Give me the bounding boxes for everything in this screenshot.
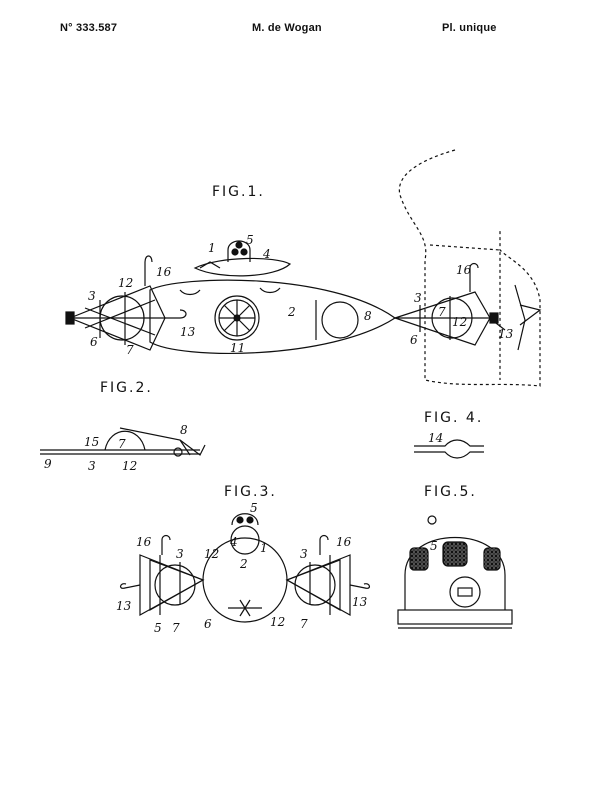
inventor-name: M. de Wogan xyxy=(252,22,322,34)
left-cage-frame xyxy=(65,255,187,351)
propeller xyxy=(514,284,526,351)
fig3-label: 3 xyxy=(176,547,184,561)
fig4-clip-top xyxy=(414,439,484,447)
fig1-labels: 1 5 4 16 12 3 6 7 13 2 11 8 3 16 7 12 6 … xyxy=(88,233,514,357)
fig3-label: 12 xyxy=(270,615,285,629)
fig1-label: 13 xyxy=(180,325,196,339)
fig1-label: 4 xyxy=(262,247,271,261)
fig3-label: 2 xyxy=(239,557,248,571)
fig4-label: 14 xyxy=(428,431,443,445)
right-cage-frame xyxy=(393,262,542,351)
fig3-torpedo-end xyxy=(230,525,260,555)
fig5-porthole-center xyxy=(442,541,468,567)
fig2-label: 12 xyxy=(122,459,137,473)
figure-2: FIG.2. 15 7 8 9 3 12 xyxy=(40,380,206,473)
propeller-blade xyxy=(519,304,542,326)
fig2-hook xyxy=(179,439,206,456)
ship-hull-outline xyxy=(398,149,541,387)
fig3-hook-left xyxy=(161,534,171,555)
hook-16-right xyxy=(469,262,479,292)
fig3-labels: 5 4 1 2 16 3 12 3 16 13 5 7 6 12 7 13 xyxy=(116,501,368,635)
fig5-label: 5 xyxy=(430,539,438,553)
fig3-label: 13 xyxy=(352,595,368,609)
fig1-label: 12 xyxy=(118,276,133,290)
fig2-title: FIG.2. xyxy=(100,380,153,396)
rear-hatch-circle xyxy=(321,301,359,339)
fig1-label: 6 xyxy=(410,333,418,347)
fig3-hook-13-right xyxy=(349,583,370,589)
fig1-label: 12 xyxy=(452,315,467,329)
fig2-label: 9 xyxy=(44,457,52,471)
fig1-label: 3 xyxy=(414,291,422,305)
dome-port-2 xyxy=(259,287,281,294)
fig3-title: FIG.3. xyxy=(224,484,277,500)
fig1-label: 11 xyxy=(230,341,245,355)
fig1-label: 7 xyxy=(126,343,134,357)
fig2-labels: 15 7 8 9 3 12 xyxy=(44,423,188,473)
fig1-title: FIG.1. xyxy=(212,184,265,200)
fig5-title: FIG.5. xyxy=(424,484,477,500)
hook-16-left xyxy=(144,255,153,286)
fig1-label: 3 xyxy=(88,289,96,303)
plate-label: Pl. unique xyxy=(442,22,497,34)
fig1-label: 7 xyxy=(438,305,446,319)
fig2-dome xyxy=(104,430,146,451)
fig2-label: 15 xyxy=(84,435,99,449)
torpedo-detail xyxy=(199,261,221,269)
fig4-title: FIG. 4. xyxy=(424,410,483,426)
fig2-label: 8 xyxy=(180,423,188,437)
fig3-label: 6 xyxy=(204,617,212,631)
fig3-label: 13 xyxy=(116,599,132,613)
fig3-hook-13-left xyxy=(120,583,141,589)
fig5-porthole-right xyxy=(483,547,501,571)
diving-helmet-top xyxy=(227,240,251,262)
ship-hull-inner xyxy=(429,244,501,380)
fig5-front-window xyxy=(449,576,481,608)
hook-13-right xyxy=(491,319,506,331)
fig1-label: 13 xyxy=(498,327,514,341)
fig3-helmet xyxy=(231,513,259,526)
fig1-label: 6 xyxy=(90,335,98,349)
wheel-11 xyxy=(214,295,260,341)
dome-port-1 xyxy=(179,289,201,296)
fig1-label: 5 xyxy=(246,233,254,247)
fig3-label: 16 xyxy=(336,535,352,549)
figure-5: FIG.5. 5 xyxy=(397,484,513,629)
figure-4: FIG. 4. 14 xyxy=(414,410,484,459)
figure-1: FIG.1. xyxy=(65,149,542,387)
fig1-label: 16 xyxy=(456,263,472,277)
fig3-label: 12 xyxy=(204,547,219,561)
fig2-label: 7 xyxy=(118,437,126,451)
fig1-label: 16 xyxy=(156,265,172,279)
fig5-front-slot xyxy=(457,587,473,597)
fig3-label: 16 xyxy=(136,535,152,549)
page-header: N° 333.587 M. de Wogan Pl. unique xyxy=(0,22,600,42)
fig2-pivot xyxy=(173,447,183,457)
patent-number: N° 333.587 xyxy=(60,22,118,34)
fig4-clip-bottom xyxy=(414,451,484,459)
fig3-hook-right xyxy=(319,534,329,555)
fig3-label: 1 xyxy=(260,541,268,555)
hook-13-left xyxy=(165,309,187,319)
fig1-label: 8 xyxy=(364,309,372,323)
figure-3: FIG.3. 5 4 1 2 16 3 12 3 1 xyxy=(116,484,370,635)
fig3-label: 3 xyxy=(300,547,308,561)
top-torpedo xyxy=(193,257,292,277)
fig1-label: 2 xyxy=(287,305,296,319)
fig3-label: 7 xyxy=(300,617,308,631)
fig3-label: 4 xyxy=(229,535,238,549)
fig5-helmet-base xyxy=(397,609,513,625)
fig5-helmet-dome xyxy=(404,537,506,610)
fig5-top-knob xyxy=(427,515,437,525)
fig3-label: 5 xyxy=(250,501,258,515)
fig2-label: 3 xyxy=(88,459,96,473)
fig5-porthole-left xyxy=(409,547,429,571)
fig3-label: 7 xyxy=(172,621,180,635)
fig1-label: 1 xyxy=(208,241,216,255)
fig3-label: 5 xyxy=(154,621,162,635)
